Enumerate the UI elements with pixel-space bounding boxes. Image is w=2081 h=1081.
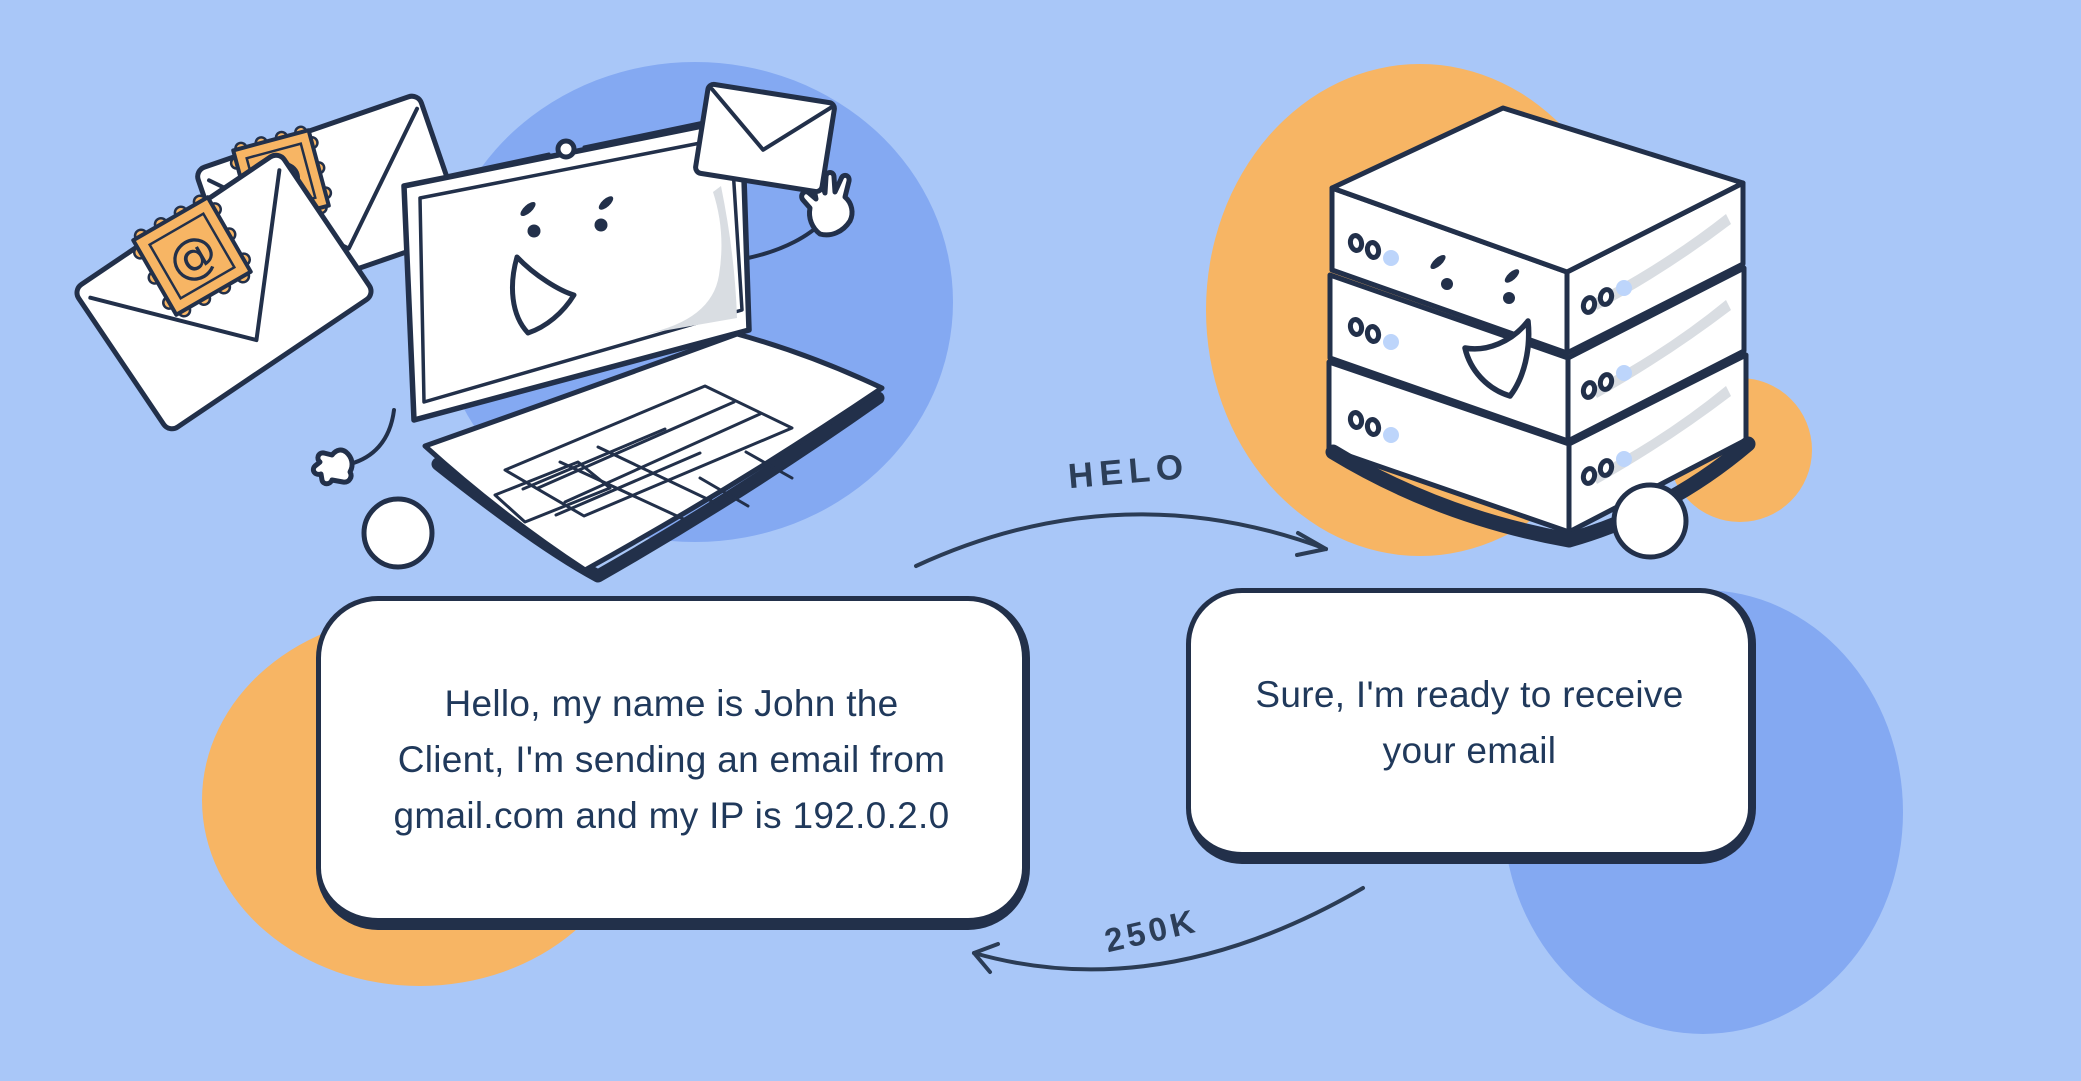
right-eyebrow xyxy=(1504,269,1520,283)
left-eyebrow xyxy=(1430,254,1446,270)
laptop-base xyxy=(422,331,885,573)
response-arrow xyxy=(972,886,1365,974)
laptop-keyboard xyxy=(493,384,794,524)
email-stamp-lower: @ xyxy=(131,194,253,318)
laptop-left-arm xyxy=(348,408,396,466)
server-top-face xyxy=(1329,105,1746,275)
response-arrow-curve xyxy=(972,886,1365,972)
client-message-line: gmail.com and my IP is 192.0.2.0 xyxy=(393,794,950,836)
right-eyebrow xyxy=(598,196,614,210)
server-ball xyxy=(1611,482,1689,560)
right-eye xyxy=(594,218,608,232)
envelope-flap xyxy=(709,87,833,152)
helo-arrow xyxy=(914,512,1328,568)
envelope-body xyxy=(693,81,837,195)
laptop-character xyxy=(310,115,885,583)
left-eye xyxy=(527,224,541,238)
laptop-trackpad xyxy=(493,460,612,524)
laptop-mouth xyxy=(510,254,577,336)
server-message: Sure, I'm ready to receive your email xyxy=(1255,667,1683,779)
laptop-screen-inner xyxy=(418,135,744,404)
bezel-lines xyxy=(444,120,706,178)
flying-envelope xyxy=(693,81,837,195)
client-message-line: Hello, my name is John the xyxy=(444,682,899,724)
server-message-line: your email xyxy=(1382,729,1557,771)
left-eye xyxy=(1441,278,1453,290)
helo-arrow-curve xyxy=(914,512,1328,568)
laptop-left-hand xyxy=(310,447,355,487)
server-lights xyxy=(1347,233,1632,486)
laptop-face xyxy=(510,196,614,336)
client-message-line: Client, I'm sending an email from xyxy=(397,738,946,780)
client-message: Hello, my name is John the Client, I'm s… xyxy=(394,676,950,844)
webcam-icon xyxy=(555,138,577,160)
server-illustration xyxy=(1206,64,1903,1034)
helo-arrowhead-icon xyxy=(1295,531,1328,557)
laptop-ball xyxy=(361,496,435,570)
server-mouth xyxy=(1462,318,1532,399)
screen-highlight xyxy=(645,186,737,334)
stamp-inner-frame xyxy=(147,211,237,301)
right-eye xyxy=(1503,292,1515,304)
server-speech-bubble: Sure, I'm ready to receive your email xyxy=(1186,588,1756,864)
left-eyebrow xyxy=(520,201,536,217)
server-face xyxy=(1430,254,1532,399)
client-speech-bubble: Hello, my name is John the Client, I'm s… xyxy=(316,596,1030,930)
server-cast-shadow xyxy=(1325,436,1756,548)
envelope-flap xyxy=(88,168,282,343)
server-message-line: Sure, I'm ready to receive xyxy=(1255,673,1684,715)
response-arrowhead-icon xyxy=(972,942,1000,974)
stamp-body xyxy=(131,195,253,317)
server-character xyxy=(1325,105,1756,560)
